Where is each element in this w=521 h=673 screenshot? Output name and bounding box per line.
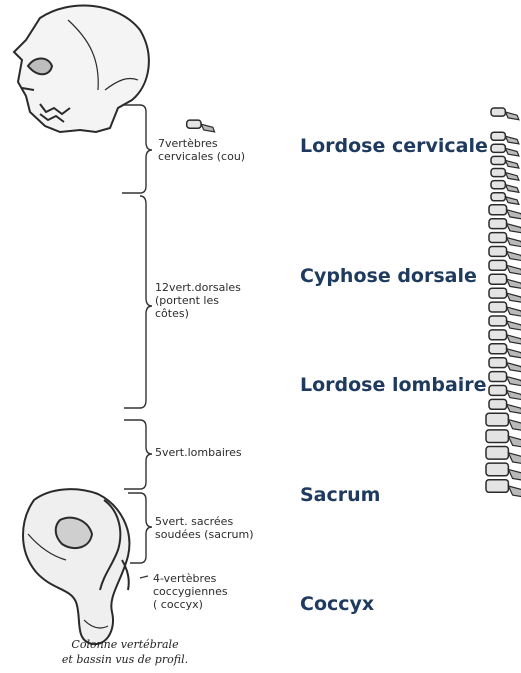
vertebra-body <box>486 413 508 426</box>
skull-drawing <box>14 6 149 133</box>
annotation-dorsal: 12vert.dorsales (portent les côtes) <box>155 281 241 320</box>
vertebra-body <box>489 316 507 326</box>
label-lordose-lombaire: Lordose lombaire <box>300 374 487 396</box>
vertebra-body <box>486 480 508 493</box>
vertebra-process <box>505 148 518 156</box>
vertebra-process <box>505 112 518 120</box>
vertebra-process <box>505 136 518 144</box>
vertebra-body <box>489 274 507 284</box>
annotation-sacral: 5vert. sacrées soudées (sacrum) <box>155 515 254 541</box>
vertebra-process <box>507 321 521 330</box>
vertebra-process <box>507 335 521 344</box>
vertebra-body <box>489 372 507 382</box>
vertebra-body <box>486 463 508 476</box>
vertebra-body <box>491 108 505 116</box>
vertebra-body <box>489 358 507 368</box>
vertebra-body <box>489 205 507 215</box>
vertebra-process <box>505 173 518 181</box>
vertebra-body <box>486 430 508 443</box>
vertebra-process <box>507 377 521 386</box>
vertebra-body <box>489 219 507 229</box>
vertebra-process <box>507 349 521 358</box>
vertebra-body <box>489 288 507 298</box>
label-sacrum: Sacrum <box>300 484 380 506</box>
vertebra-body <box>491 169 505 177</box>
vertebra-body <box>486 447 508 460</box>
bracket-lumbar <box>124 420 152 489</box>
vertebra-process <box>505 160 518 168</box>
vertebra-process <box>201 124 215 132</box>
vertebra-process <box>508 486 521 498</box>
vertebra-body <box>489 386 507 396</box>
vertebra-process <box>507 293 521 302</box>
annotation-cervical: 7vertèbres cervicales (cou) <box>158 137 245 163</box>
vertebra-process <box>507 210 521 219</box>
vertebra-process <box>507 390 521 399</box>
vertebra-process <box>507 279 521 288</box>
bracket-cervical <box>122 105 152 193</box>
figure-caption: Colonne vertébrale et bassin vus de prof… <box>20 637 230 667</box>
vertebra-process <box>507 363 521 372</box>
vertebra-process <box>507 224 521 233</box>
vertebra-process <box>508 436 521 448</box>
vertebra-process <box>508 469 521 481</box>
vertebra-process <box>507 307 521 316</box>
label-cyphose-dorsale: Cyphose dorsale <box>300 265 477 287</box>
vertebra-process <box>507 238 521 247</box>
vertebra-process <box>508 453 521 465</box>
vertebra-process <box>507 251 521 260</box>
vertebra-body <box>491 193 505 201</box>
region-brackets <box>122 105 152 578</box>
vertebra-body <box>491 132 505 140</box>
vertebra-body <box>489 247 507 257</box>
vertebra-body <box>491 156 505 164</box>
vertebra-body <box>489 330 507 340</box>
bracket-sacral <box>128 493 152 563</box>
vertebra-body <box>491 181 505 189</box>
vertebra-body <box>489 399 507 409</box>
vertebra-body <box>489 260 507 270</box>
label-coccyx: Coccyx <box>300 593 374 615</box>
vertebra-body <box>489 302 507 312</box>
vertebra-body <box>489 233 507 243</box>
vertebra-body <box>491 144 505 152</box>
bracket-dorsal <box>124 196 152 408</box>
vertebra-process <box>507 404 521 413</box>
pelvis-drawing <box>23 489 129 644</box>
annotation-lumbar: 5vert.lombaires <box>155 446 242 459</box>
annotation-coccyx: 4-vertèbres coccygiennes ( coccyx) <box>153 572 228 611</box>
vertebra-process <box>505 197 518 205</box>
vertebra-body <box>187 120 201 128</box>
vertebra-process <box>508 420 521 432</box>
vertebra-process <box>505 185 518 193</box>
bracket-coccyx <box>140 576 148 578</box>
label-lordose-cervicale: Lordose cervicale <box>300 135 488 157</box>
vertebra-body <box>489 344 507 354</box>
vertebra-process <box>507 265 521 274</box>
